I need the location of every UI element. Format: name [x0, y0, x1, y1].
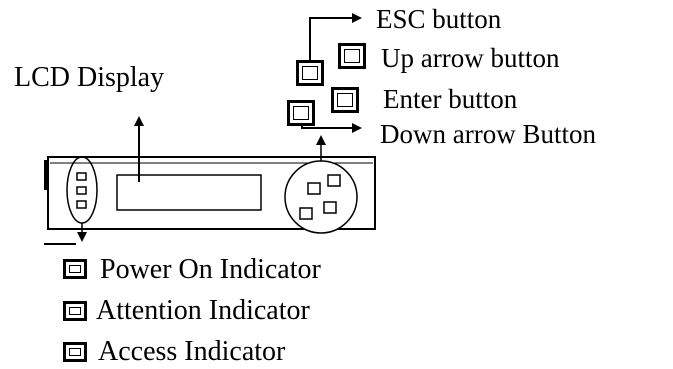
power-on-indicator-label: Power On Indicator	[100, 254, 321, 285]
down-arrow-button-icon	[287, 100, 315, 126]
access-indicator-label: Access Indicator	[98, 336, 286, 367]
access-indicator-icon	[63, 342, 87, 362]
power-indicator-icon	[63, 259, 87, 279]
enter-button-label: Enter button	[383, 84, 518, 114]
esc-arrow	[309, 13, 362, 60]
lcd-display-label: LCD Display	[14, 62, 165, 93]
esc-button-label: ESC button	[376, 4, 502, 34]
enter-button-icon	[331, 87, 359, 113]
up-arrow-button-label: Up arrow button	[381, 43, 560, 73]
panel-button-cluster	[284, 160, 358, 234]
up-arrow-button-icon	[338, 43, 366, 69]
attention-indicator-icon	[63, 301, 87, 321]
attention-indicator-label: Attention Indicator	[96, 295, 310, 326]
down-arrow-button-label: Down arrow Button	[380, 119, 596, 149]
lcd-screen	[116, 174, 262, 211]
esc-button-icon	[296, 60, 324, 86]
